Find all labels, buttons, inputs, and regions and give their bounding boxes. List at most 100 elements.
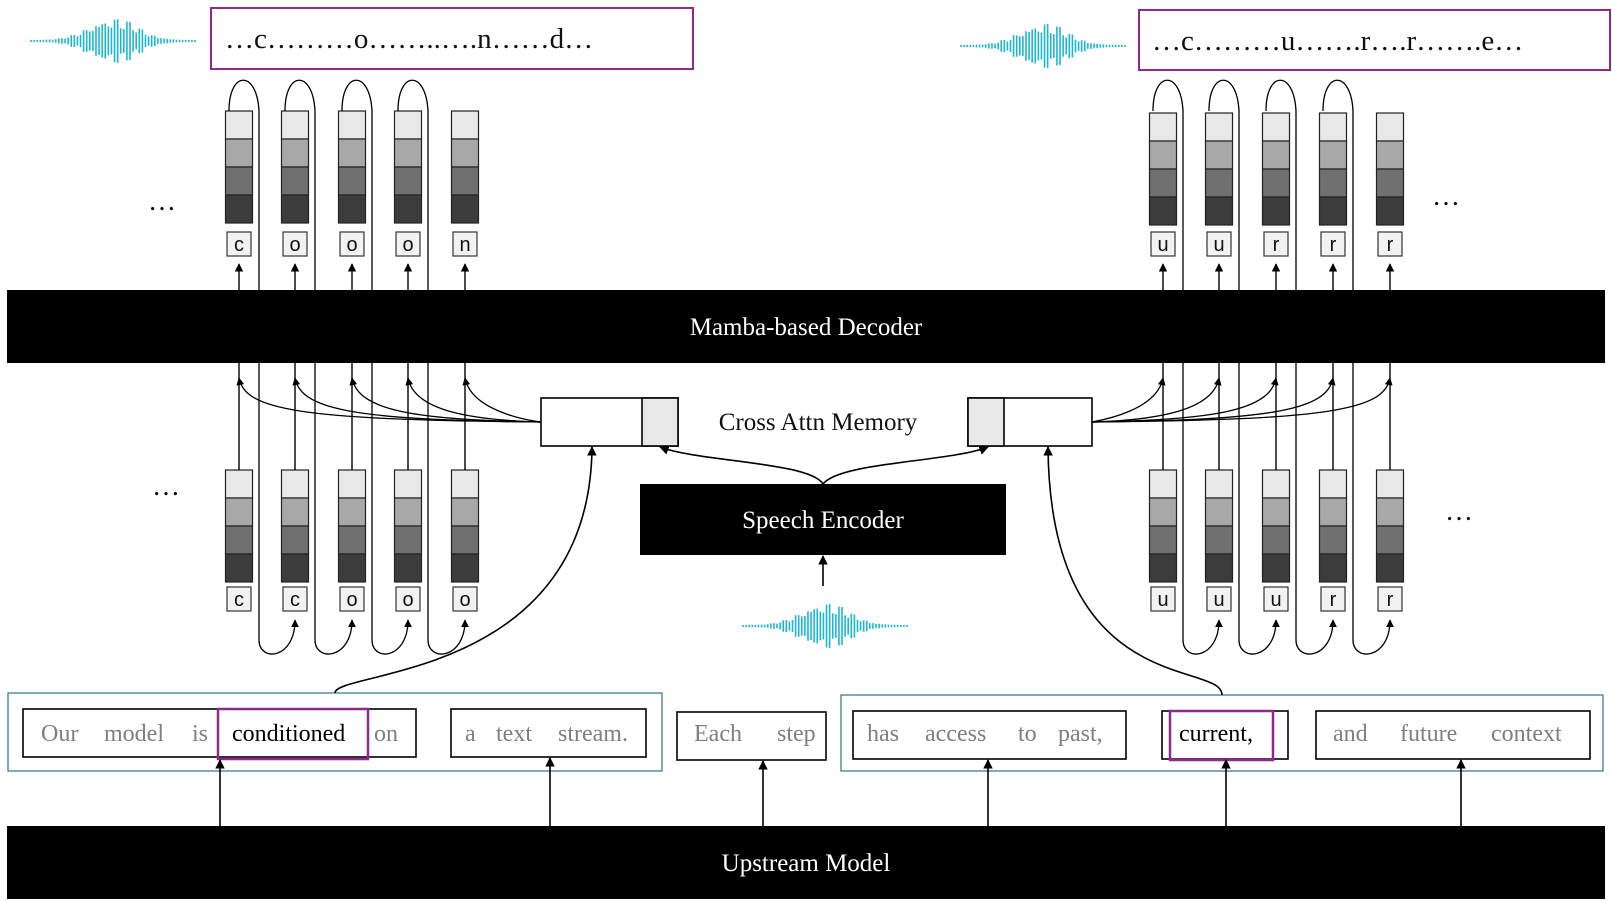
state-cell [280,525,310,555]
state-cell [1375,553,1405,583]
token-char: r [1387,234,1394,256]
state-cell [224,525,254,555]
mamba-decoder-block: Mamba-based Decoder [7,290,1605,363]
token-box [226,231,252,257]
state-cell [280,469,310,499]
recurrence-loop [397,79,429,290]
highlight-current-token-left [216,707,370,761]
state-cell [1204,140,1234,170]
word: Our [41,721,78,747]
state-cell [280,110,310,140]
waveform-icon-left [30,19,196,63]
state-column: u [1148,469,1178,612]
state-cell [1204,112,1234,142]
token-box [339,586,365,612]
memory-to-decoder-arrows [236,377,1393,423]
state-cell [1204,553,1234,583]
text-stream: Our model is conditioned on a text strea… [7,692,1604,772]
state-cell [1204,469,1234,499]
state-cell [1148,469,1178,499]
state-column: r [1261,112,1291,257]
speech-encoder-label: Speech Encoder [742,507,904,534]
recurrence-loop [1208,79,1240,290]
state-cell [280,553,310,583]
cross-attn-memory-left [540,397,679,447]
state-column: r [1318,112,1348,257]
state-cell [1375,497,1405,527]
word: Each [694,721,742,747]
state-cell [280,194,310,224]
memory-arrow [1091,377,1393,423]
recurrence-loop [258,363,299,655]
state-cell [337,525,367,555]
state-cell [1318,112,1348,142]
state-cell [1261,553,1291,583]
state-cell [1148,525,1178,555]
state-cell [1148,553,1178,583]
state-column: c [224,469,254,612]
state-cell [1204,525,1234,555]
state-cell [337,194,367,224]
state-cell [450,194,480,224]
state-cell [450,166,480,196]
upstream-model-block: Upstream Model [7,826,1605,899]
state-cell [1318,140,1348,170]
token-char: c [234,234,244,256]
output-box-left: …c………o……..….n……d… [210,7,694,70]
token-box [1377,586,1403,612]
state-cell [1261,469,1291,499]
token-box [1320,586,1346,612]
recurrence-loop [341,79,373,290]
cross-attn-memory-right [967,397,1093,447]
token-box [395,231,421,257]
token-box [452,586,478,612]
state-cell [393,469,423,499]
state-cell [1318,525,1348,555]
word-highlighted: current, [1179,721,1253,747]
state-cell [1204,497,1234,527]
memory-arrow [405,377,542,423]
state-cell [1261,525,1291,555]
state-cell [450,469,480,499]
state-column: r [1318,469,1348,612]
state-cell [1375,112,1405,142]
token-char: o [289,234,300,256]
ellipsis-top-right: … [1432,181,1460,212]
state-cell [1261,140,1291,170]
state-cell [1261,112,1291,142]
text-chunk-middle [676,711,827,761]
token-char: n [459,234,470,256]
token-box [1206,231,1232,257]
token-char: u [1157,234,1168,256]
state-cell [1148,140,1178,170]
state-cell [1375,525,1405,555]
upstream-model-label: Upstream Model [722,850,891,877]
state-cell [1148,168,1178,198]
state-cell [393,194,423,224]
state-cell [1148,497,1178,527]
word: is [192,721,208,747]
state-cell [393,497,423,527]
recurrence-loop [427,363,469,655]
token-char: u [1213,234,1224,256]
token-char: r [1387,589,1394,611]
token-char: o [346,234,357,256]
word: step [777,721,816,747]
state-cell [337,138,367,168]
state-cell [393,553,423,583]
state-cell [337,469,367,499]
output-box-right: …c………u…….r….r…….e… [1138,9,1611,71]
state-cell [393,110,423,140]
word: stream. [558,721,628,747]
token-char: c [234,589,244,611]
cross-attn-memory-label: Cross Attn Memory [719,409,918,436]
state-cell [393,138,423,168]
state-column: o [393,469,423,612]
state-column: u [1204,469,1234,612]
ellipsis-bottom-right: … [1445,496,1473,527]
recurrence-loop [314,363,356,655]
token-box [1150,231,1176,257]
state-cell [1261,196,1291,226]
state-cell [450,525,480,555]
